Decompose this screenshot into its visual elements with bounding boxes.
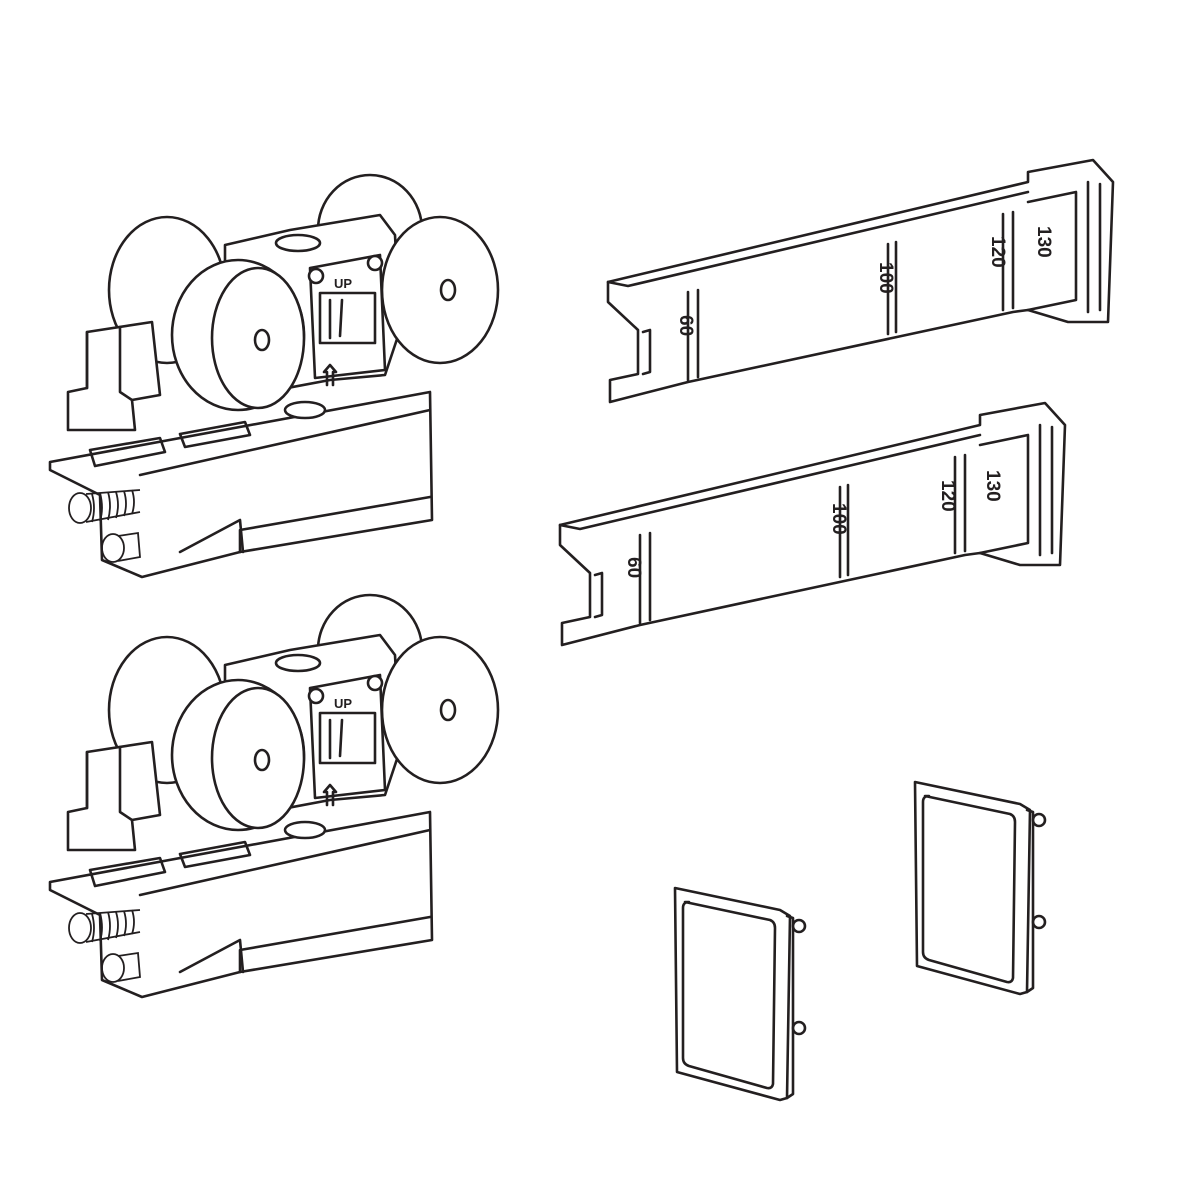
gauge-2-label-130: 130 — [982, 470, 1003, 502]
spacer-gauge-1-labels: 60 100 120 130 — [675, 226, 1054, 336]
roller-carriage-2 — [48, 593, 500, 999]
gauge-2-label-120: 120 — [937, 480, 958, 512]
spacer-gauge-2-labels: 60 100 120 130 — [623, 470, 1003, 578]
gauge-2-label-60: 60 — [623, 557, 644, 578]
gauge-1-label-100: 100 — [875, 262, 896, 294]
gauge-2-label-100: 100 — [828, 503, 849, 535]
end-cap-1 — [673, 886, 807, 1102]
gauge-1-label-130: 130 — [1033, 226, 1054, 258]
end-cap-2 — [913, 780, 1047, 996]
spacer-gauge-1 — [606, 158, 1115, 404]
roller-carriage-1 — [48, 173, 500, 579]
gauge-1-label-60: 60 — [675, 315, 696, 336]
gauge-1-label-120: 120 — [987, 236, 1008, 268]
spacer-gauge-2 — [558, 401, 1067, 647]
